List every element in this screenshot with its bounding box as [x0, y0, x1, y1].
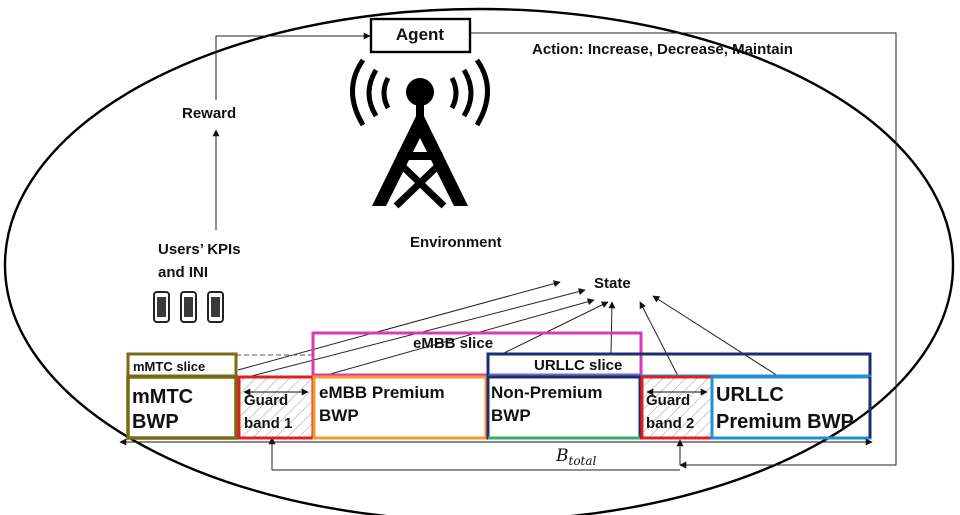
state-arrow-6	[639, 301, 679, 377]
state-label: State	[594, 275, 631, 292]
urllc-slice-label: URLLC slice	[534, 357, 622, 374]
reward-label: Reward	[182, 105, 236, 122]
mmtc-bwp-line2: BWP	[132, 411, 179, 433]
smartphone-icon	[153, 291, 170, 323]
mmtc-bwp-line1: mMTC	[132, 386, 193, 408]
users-kpis-line1: Users’ KPIs	[158, 241, 241, 258]
users-kpis-line2: and INI	[158, 264, 208, 281]
mmtc-slice-label: mMTC slice	[133, 359, 205, 374]
state-arrow-7	[652, 295, 779, 377]
smartphone-icon	[207, 291, 224, 323]
embb-premium-bwp-line1: eMBB Premium	[319, 383, 445, 402]
action-path-line	[470, 32, 897, 469]
guard-band-1-line2: band 1	[244, 415, 292, 432]
urllc-premium-bwp-line1: URLLC	[716, 384, 784, 406]
embb-premium-bwp-box	[312, 375, 488, 440]
embb-premium-bwp-line2: BWP	[319, 406, 359, 425]
state-arrow-5	[608, 301, 616, 356]
btotal-label: Btotal	[555, 446, 597, 468]
btotal-subscript: total	[569, 454, 597, 468]
agent-label: Agent	[396, 25, 445, 44]
guard-band-2-line2: band 2	[646, 415, 694, 432]
guard-band-1-line1: Guard	[244, 392, 288, 409]
agent-box	[369, 17, 472, 54]
state-arrow-4	[499, 301, 609, 356]
smartphone-icon	[180, 291, 197, 323]
non-premium-bwp-line1: Non-Premium	[491, 383, 602, 402]
environment-label: Environment	[410, 234, 502, 251]
guard-band-2-line1: Guard	[646, 392, 690, 409]
state-arrow-1	[237, 280, 561, 371]
non-premium-bwp-line2: BWP	[491, 406, 531, 425]
btotal-symbol: B	[555, 446, 569, 466]
environment-ellipse	[3, 7, 955, 515]
urllc-premium-bwp-line2: Premium BWP	[716, 411, 854, 433]
mmtc-bwp-box	[126, 375, 238, 440]
embb-slice-label: eMBB slice	[413, 335, 493, 352]
reward-path-line	[215, 32, 371, 100]
state-arrow-3	[315, 298, 595, 379]
antenna-tower-icon	[350, 58, 490, 209]
action-label: Action: Increase, Decrease, Maintain	[532, 41, 793, 58]
